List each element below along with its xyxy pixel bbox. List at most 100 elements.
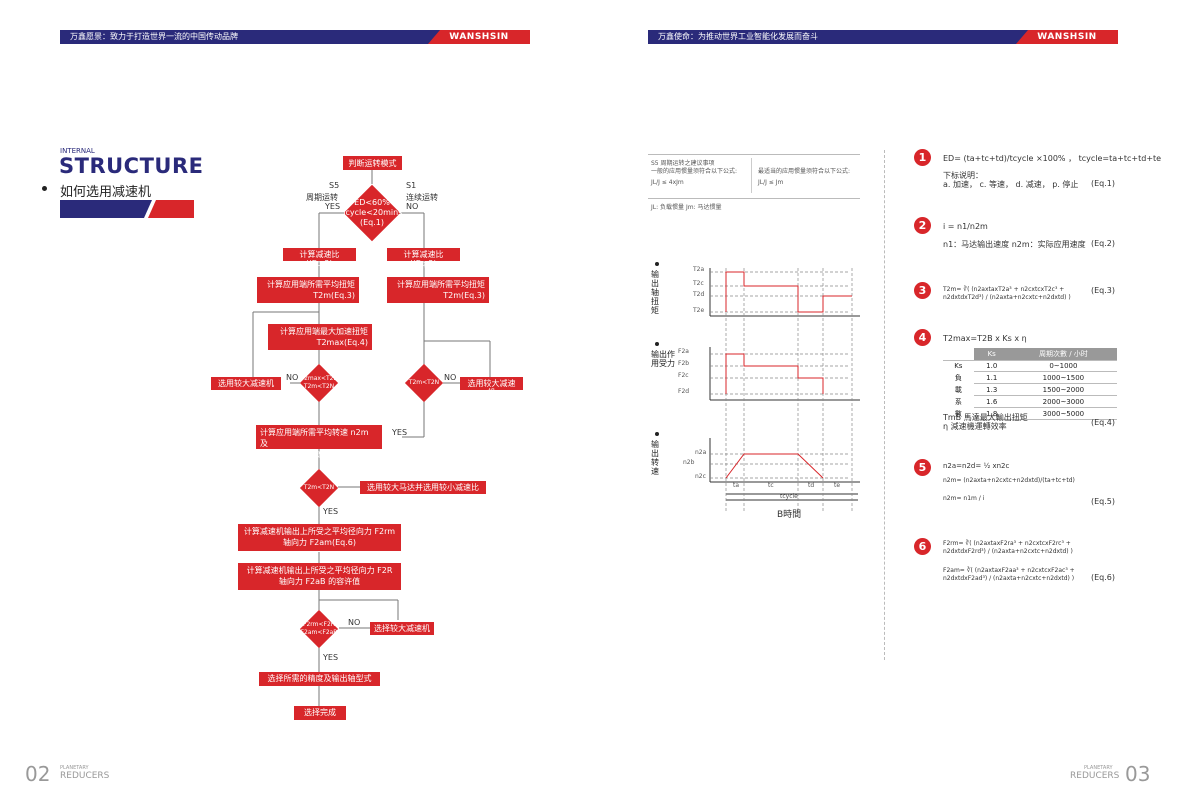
decision-ed-line2: Tcycle<20mins <box>342 208 403 217</box>
timing-group2-label: 输出作用受力 <box>651 350 675 368</box>
segment-td: td <box>808 482 815 489</box>
accel-torque-node: 计算应用端最大加速扭矩 T2max(Eq.4) <box>268 324 372 350</box>
n-label-a: n2a <box>695 449 707 456</box>
decision-ed-line1: ED<60% <box>354 198 390 207</box>
ks-header-ks: Ks <box>973 348 1010 361</box>
eq2-formula: i = n1/n2m <box>943 222 988 231</box>
eq6-formula2: F2am= ∛( (n2axtaxF2aa³ + n2cxtcxF2ac³ + … <box>943 567 1075 582</box>
torque-right-line1: 计算应用端所需平均扭矩 <box>397 280 485 289</box>
eq6-formula1: F2rm= ∛( (n2axtaxF2ra³ + n2cxtcxF2rc³ + … <box>943 540 1073 555</box>
notes-right-title: 最适当的应用惯量须符合以下公式: <box>758 168 851 175</box>
section-title: STRUCTURE <box>59 154 204 178</box>
ks-side-1: Ks <box>954 362 963 371</box>
ks-table-corner <box>943 348 974 361</box>
notes-divider <box>751 158 752 193</box>
right-header-text: 万鑫使命：为推动世界工业智能化发展而奋斗 <box>658 32 818 41</box>
s5-label: S5 <box>329 181 340 190</box>
decision-ed-diamond: ED<60% Tcycle<20mins (Eq.1) <box>342 184 402 242</box>
ks-row-0-cycles: 0~1000 <box>1009 360 1117 372</box>
eq3-tag: (Eq.3) <box>1091 286 1116 295</box>
n-label-b: n2b <box>683 459 695 466</box>
left-header-text: 万鑫愿景：致力于打造世界一流的中国传动品牌 <box>70 32 238 41</box>
right-page-label-bottom: REDUCERS <box>1070 771 1120 781</box>
left-brand-logo: WANSHSIN <box>428 30 530 44</box>
ks-side-3: 載 <box>954 385 962 394</box>
stripe-red <box>148 200 194 218</box>
ks-row-0-ks: 1.0 <box>973 360 1010 372</box>
torque-node-left: 计算应用端所需平均扭矩 T2m(Eq.3) <box>257 277 359 303</box>
allowable-force-node: 计算减速机输出上所受之平均径向力 F2R 轴向力 F2aB 的容许值 <box>238 563 401 590</box>
dec-right-text: T2m<T2N <box>408 379 440 386</box>
ks-row-2-ks: 1.3 <box>973 383 1010 396</box>
segment-tc: tc <box>768 482 774 489</box>
ks-side-5: 數 <box>954 409 962 418</box>
ks-row-3-cycles: 2000~3000 <box>1009 395 1117 408</box>
eq5-formula2: n2m= (n2axta+n2cxtc+n2dxtd)/(ta+tc+td) <box>943 477 1075 484</box>
no-left-label: NO <box>286 373 299 382</box>
ks-row-4-ks: 1.8 <box>973 407 1010 420</box>
yes-merge-label: YES <box>392 428 408 437</box>
column-divider <box>884 150 885 660</box>
radial-line2: 轴向力 F2am(Eq.6) <box>283 538 356 547</box>
eq5-tag: (Eq.5) <box>1091 497 1116 506</box>
flow-start-node: 判断运转模式 <box>343 156 402 170</box>
eq5-badge: 5 <box>914 459 931 476</box>
left-page-label-bottom: REDUCERS <box>60 771 110 781</box>
eq1-formula: ED= (ta+tc+td)/tcycle ×100% ， tcycle=ta+… <box>943 154 1162 163</box>
eq4-tag: (Eq.4) <box>1091 418 1116 427</box>
larger-motor-node: 选用较大马达并选用较小减速比 <box>360 481 486 494</box>
ks-row-3-ks: 1.6 <box>973 395 1010 408</box>
ks-side-2: 負 <box>954 373 962 382</box>
ks-side-4: 系 <box>954 397 962 406</box>
right-brand-logo: WANSHSIN <box>1016 30 1118 44</box>
ks-row-1-ks: 1.1 <box>973 371 1010 384</box>
left-page-label-top: PLANETARY <box>60 765 89 771</box>
stripe-navy <box>60 200 152 218</box>
t-label-c: T2c <box>693 280 704 287</box>
right-page-label-top: PLANETARY <box>1084 765 1113 771</box>
radial-line1: 计算减速机输出上所受之平均径向力 F2rm <box>243 527 396 536</box>
speed-node: 计算应用端所需平均转速 n2m 及 减速机额定输出速度 n2N(Eq.4) <box>256 425 382 459</box>
dec-speed-text: T2m<T2N <box>303 484 335 491</box>
decision-speed: T2m<T2N <box>299 468 339 508</box>
notes-left-formula: JL/J ≤ 4xJm <box>651 179 684 186</box>
f-label-a: F2a <box>678 348 689 355</box>
speed-line2: 减速机额定输出速度 n2N(Eq.4) <box>260 450 375 459</box>
eq2-badge: 2 <box>914 217 931 234</box>
eq3-formula: T2m= ∛( (n2axtaxT2a³ + n2cxtcxT2c³ + n2d… <box>943 286 1071 301</box>
dec-left-line1: T2max<T2B <box>300 375 338 382</box>
eq4-formula: T2max=T2B x Ks x η <box>943 334 1027 343</box>
larger-reducer-force: 选择较大减速机 <box>370 622 434 635</box>
t-label-e: T2e <box>693 307 705 314</box>
ks-row-1-cycles: 1000~1500 <box>1009 371 1117 384</box>
ratio-node-right: 计算减速比 i(Eq.2) <box>387 248 460 268</box>
segment-te: te <box>834 482 841 489</box>
eq4-note2: η 減速機運轉效率 <box>943 422 1007 431</box>
eq1-note2: a. 加速， c. 等速， d. 减速， p. 停止 <box>943 180 1079 189</box>
eq4-note1: TmB 馬達最大輸出扭矩 <box>943 413 1028 422</box>
allow-line1: 计算减速机输出上所受之平均径向力 F2R <box>246 566 393 575</box>
t-label-a: T2a <box>693 266 705 273</box>
yes-force-label: YES <box>323 653 339 662</box>
s1-label: S1 <box>406 181 417 190</box>
notes-legend: JL: 负载惯量 Jm: 马达惯量 <box>651 204 722 211</box>
decision-torque-left: T2max<T2B T2m<T2N <box>299 363 339 403</box>
dec-force-line2: F2am<F2aB <box>300 629 338 636</box>
decision-torque-right: T2m<T2N <box>404 363 444 403</box>
decision-ed-line3: (Eq.1) <box>359 218 384 227</box>
eq1-note1: 下标说明： <box>943 171 983 180</box>
dec-force-line1: F2rm<F2R <box>303 621 335 628</box>
no-right-label: NO <box>444 373 457 382</box>
right-page-number: 03 <box>1125 762 1151 786</box>
speed-line1: 计算应用端所需平均转速 n2m 及 <box>260 428 369 448</box>
s5-mode-label: 周期运转 <box>306 193 338 202</box>
segment-ta: ta <box>733 482 740 489</box>
eq1-badge: 1 <box>914 149 931 166</box>
n-label-c: n2c <box>695 473 706 480</box>
ks-row-4-cycles: 3000~5000 <box>1009 407 1117 420</box>
eq2-note1: n1：马达输出速度 n2m：实际应用速度 <box>943 240 1086 249</box>
time-axis-label: B時間 <box>777 510 802 520</box>
s1-mode-label: 连续运转 <box>406 193 438 202</box>
notes-box <box>648 154 860 199</box>
ratio-node-left: 计算减速比 i(Eq.2) <box>283 248 356 268</box>
